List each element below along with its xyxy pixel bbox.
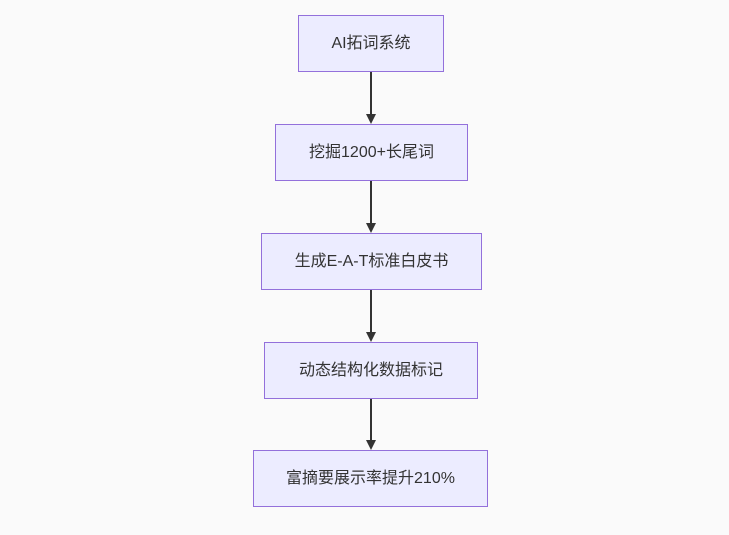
node-label: 挖掘1200+长尾词 [309, 143, 434, 161]
edge-arrow-4-5 [366, 399, 376, 450]
flowchart-node-step-5: 富摘要展示率提升210% [253, 450, 488, 507]
arrowhead-down-icon [366, 114, 376, 124]
edge-line [370, 399, 372, 440]
node-label: 动态结构化数据标记 [298, 361, 443, 379]
flowchart-node-step-3: 生成E-A-T标准白皮书 [261, 233, 482, 290]
node-label: AI拓词系统 [331, 34, 411, 52]
node-label: 生成E-A-T标准白皮书 [294, 252, 449, 270]
arrowhead-down-icon [366, 440, 376, 450]
edge-line [370, 72, 372, 114]
edge-line [370, 290, 372, 332]
edge-arrow-1-2 [366, 72, 376, 124]
arrowhead-down-icon [366, 332, 376, 342]
flowchart-node-step-2: 挖掘1200+长尾词 [275, 124, 468, 181]
node-label: 富摘要展示率提升210% [286, 469, 455, 487]
flowchart-node-step-1: AI拓词系统 [298, 15, 444, 72]
flowchart-node-step-4: 动态结构化数据标记 [264, 342, 478, 399]
edge-arrow-3-4 [366, 290, 376, 342]
edge-line [370, 181, 372, 223]
edge-arrow-2-3 [366, 181, 376, 233]
arrowhead-down-icon [366, 223, 376, 233]
